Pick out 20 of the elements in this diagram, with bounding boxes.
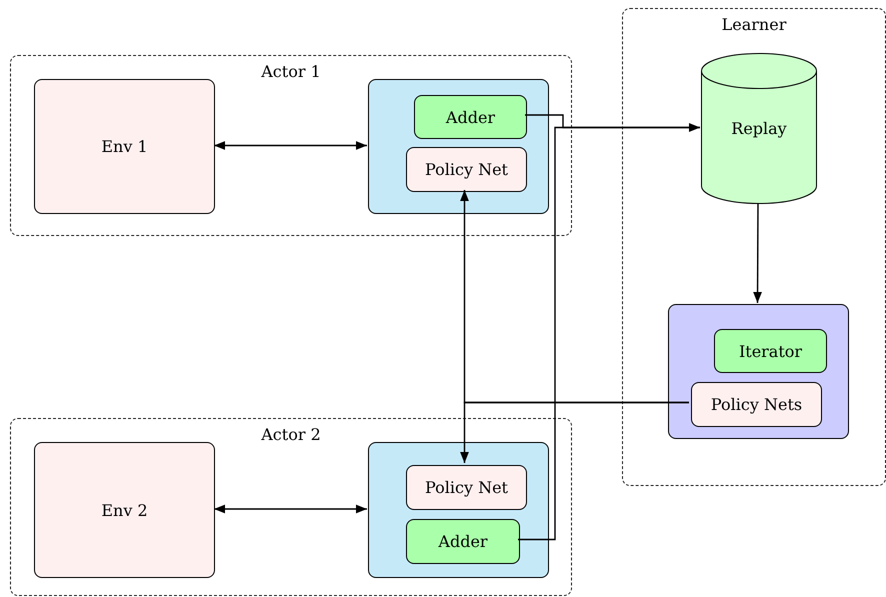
process-box: Policy Nets — [691, 382, 822, 427]
arrow — [518, 123, 700, 540]
group-title: Actor 2 — [261, 425, 321, 444]
container-box — [368, 442, 549, 578]
arrow — [753, 203, 762, 303]
group-title: Learner — [722, 15, 786, 34]
process-box: Iterator — [714, 329, 827, 373]
arrow — [460, 402, 689, 463]
double-arrow — [214, 141, 367, 150]
group-title: Actor 1 — [261, 62, 321, 81]
process-box: Env 1 — [34, 79, 215, 214]
process-box: Adder — [406, 519, 520, 564]
container-box — [668, 304, 849, 439]
process-box: Env 2 — [34, 442, 215, 578]
database-cylinder: Replay — [701, 53, 817, 204]
process-box: Policy Net — [406, 147, 527, 192]
process-box: Policy Net — [406, 465, 527, 510]
process-box: Adder — [414, 95, 527, 139]
double-arrow — [214, 504, 367, 514]
container-box — [368, 79, 549, 214]
